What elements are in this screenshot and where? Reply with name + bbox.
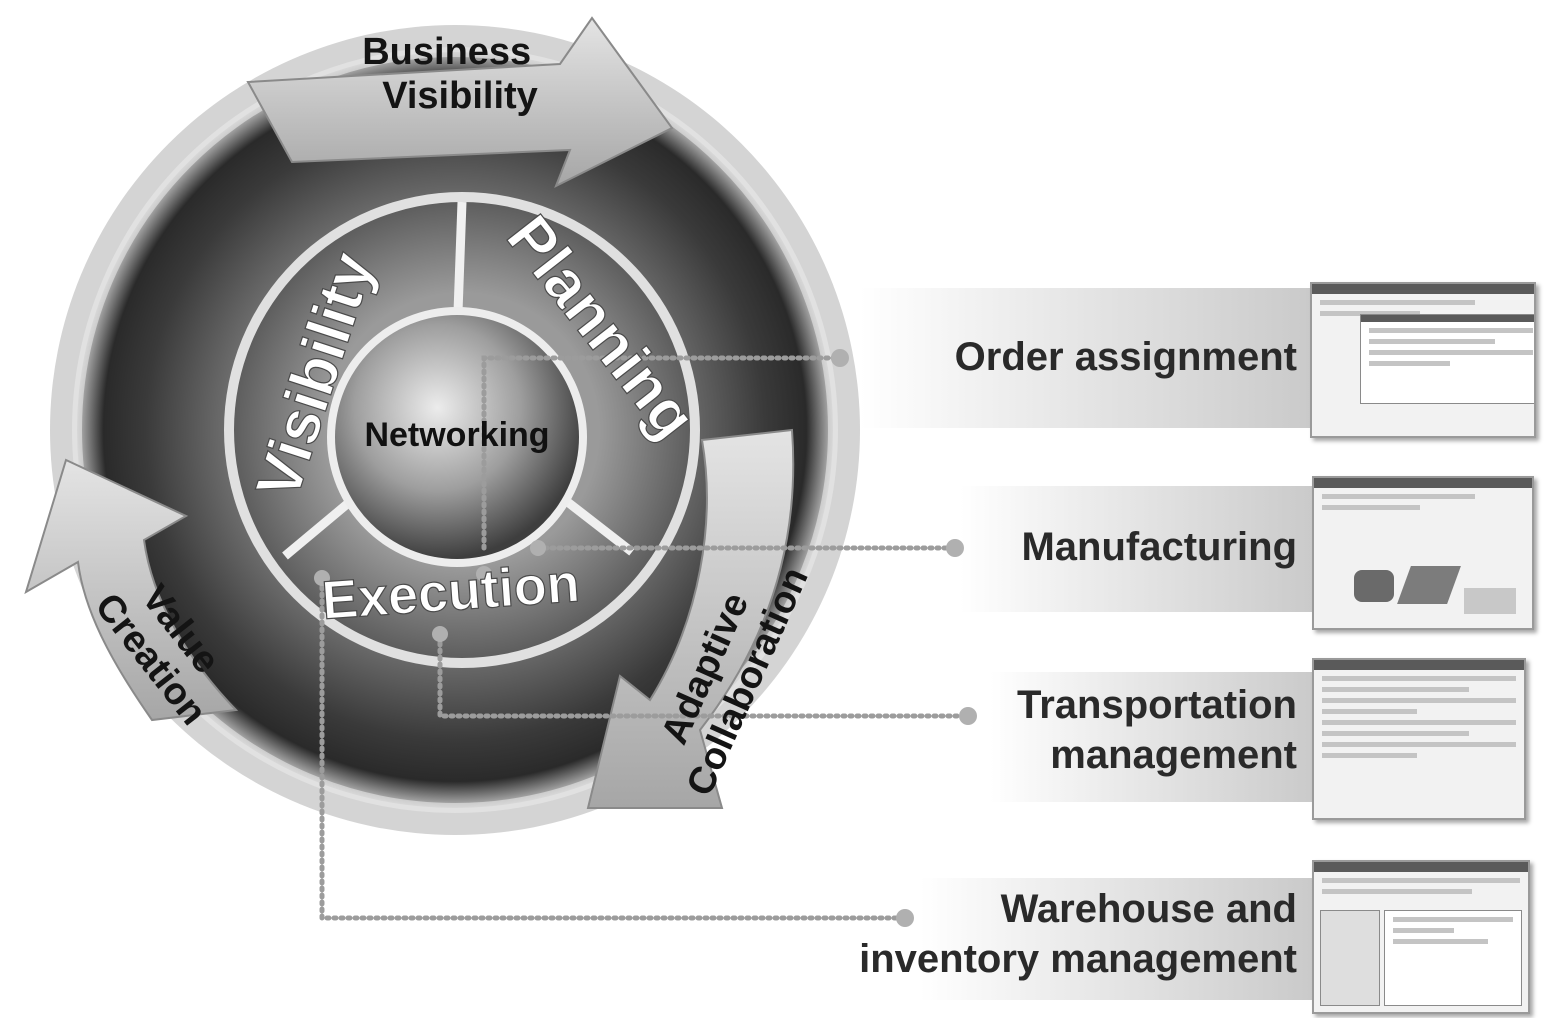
screenshot-row: [1322, 698, 1516, 703]
screenshot-main-panel: [1384, 910, 1522, 1006]
connector-dot: [831, 349, 849, 367]
screenshot-machine-image: [1397, 566, 1461, 604]
connectors: [319, 355, 971, 921]
screenshot-row: [1393, 939, 1489, 944]
screenshot-dialog: [1360, 314, 1534, 404]
screenshot-row: [1322, 505, 1421, 510]
business-visibility-label-line2: Visibility: [382, 75, 538, 117]
screenshot-machine-image: [1354, 570, 1394, 602]
connector-dot: [432, 626, 448, 642]
screenshot-row: [1322, 687, 1469, 692]
warehouse-inventory-management-screenshot: [1312, 860, 1530, 1014]
screenshot-row: [1369, 339, 1495, 344]
hub-label: Networking: [364, 416, 549, 454]
screenshot-row: [1369, 350, 1533, 355]
business-visibility-label: Business Visibility: [362, 31, 542, 117]
screenshot-row: [1322, 889, 1472, 894]
screenshot-row: [1322, 753, 1417, 758]
screenshot-titlebar: [1314, 478, 1532, 488]
manufacturing-screenshot: [1312, 476, 1534, 630]
screenshot-titlebar: [1314, 660, 1524, 670]
screenshot-row: [1369, 328, 1533, 333]
screenshot-row: [1320, 311, 1420, 316]
business-visibility-arrow: [246, 16, 674, 189]
connector-dot: [476, 566, 492, 582]
feature-label-transportation-management: Transportation management: [1016, 683, 1297, 777]
screenshot-row: [1322, 878, 1520, 883]
screenshot-row: [1322, 676, 1516, 681]
screenshot-row: [1320, 300, 1476, 305]
screenshot-row: [1322, 494, 1475, 499]
feature-label-order-assignment: Order assignment: [954, 335, 1297, 379]
screenshot-row: [1369, 361, 1450, 366]
connector-warehouse: [319, 577, 908, 921]
value-creation-arrow: [24, 458, 239, 722]
connector-dots: [314, 349, 977, 927]
screenshot-row: [1322, 720, 1516, 725]
screenshot-titlebar: [1361, 315, 1534, 322]
transportation-management-screenshot: [1312, 658, 1526, 820]
screenshot-titlebar: [1314, 862, 1528, 872]
feature-label-warehouse-inventory-management: Warehouse and inventory management: [859, 887, 1297, 981]
screenshot-row: [1322, 742, 1516, 747]
hub: [327, 307, 587, 567]
order-assignment-screenshot: [1310, 282, 1536, 438]
screenshot-row: [1322, 731, 1469, 736]
connector-dot: [530, 540, 546, 556]
feature-band: [920, 878, 1320, 1000]
screenshot-titlebar: [1312, 284, 1534, 294]
feature-label-manufacturing: Manufacturing: [1021, 525, 1297, 569]
feature-band: [960, 486, 1320, 612]
screenshot-row: [1393, 917, 1513, 922]
connector-transportation: [437, 633, 971, 719]
screenshot-form-block: [1464, 588, 1516, 614]
connector-dot: [946, 539, 964, 557]
feature-band: [860, 288, 1320, 428]
screenshot-row: [1393, 928, 1455, 933]
screenshot-side-panel: [1320, 910, 1380, 1006]
connector-dot: [896, 909, 914, 927]
screenshot-row: [1322, 709, 1417, 714]
business-visibility-label-line1: Business: [362, 31, 531, 73]
adaptive-collaboration-arrow: [586, 428, 795, 809]
connector-dot: [959, 707, 977, 725]
connector-dot: [314, 570, 330, 586]
connector-order-assignment: [481, 355, 843, 551]
feature-band: [990, 672, 1320, 802]
